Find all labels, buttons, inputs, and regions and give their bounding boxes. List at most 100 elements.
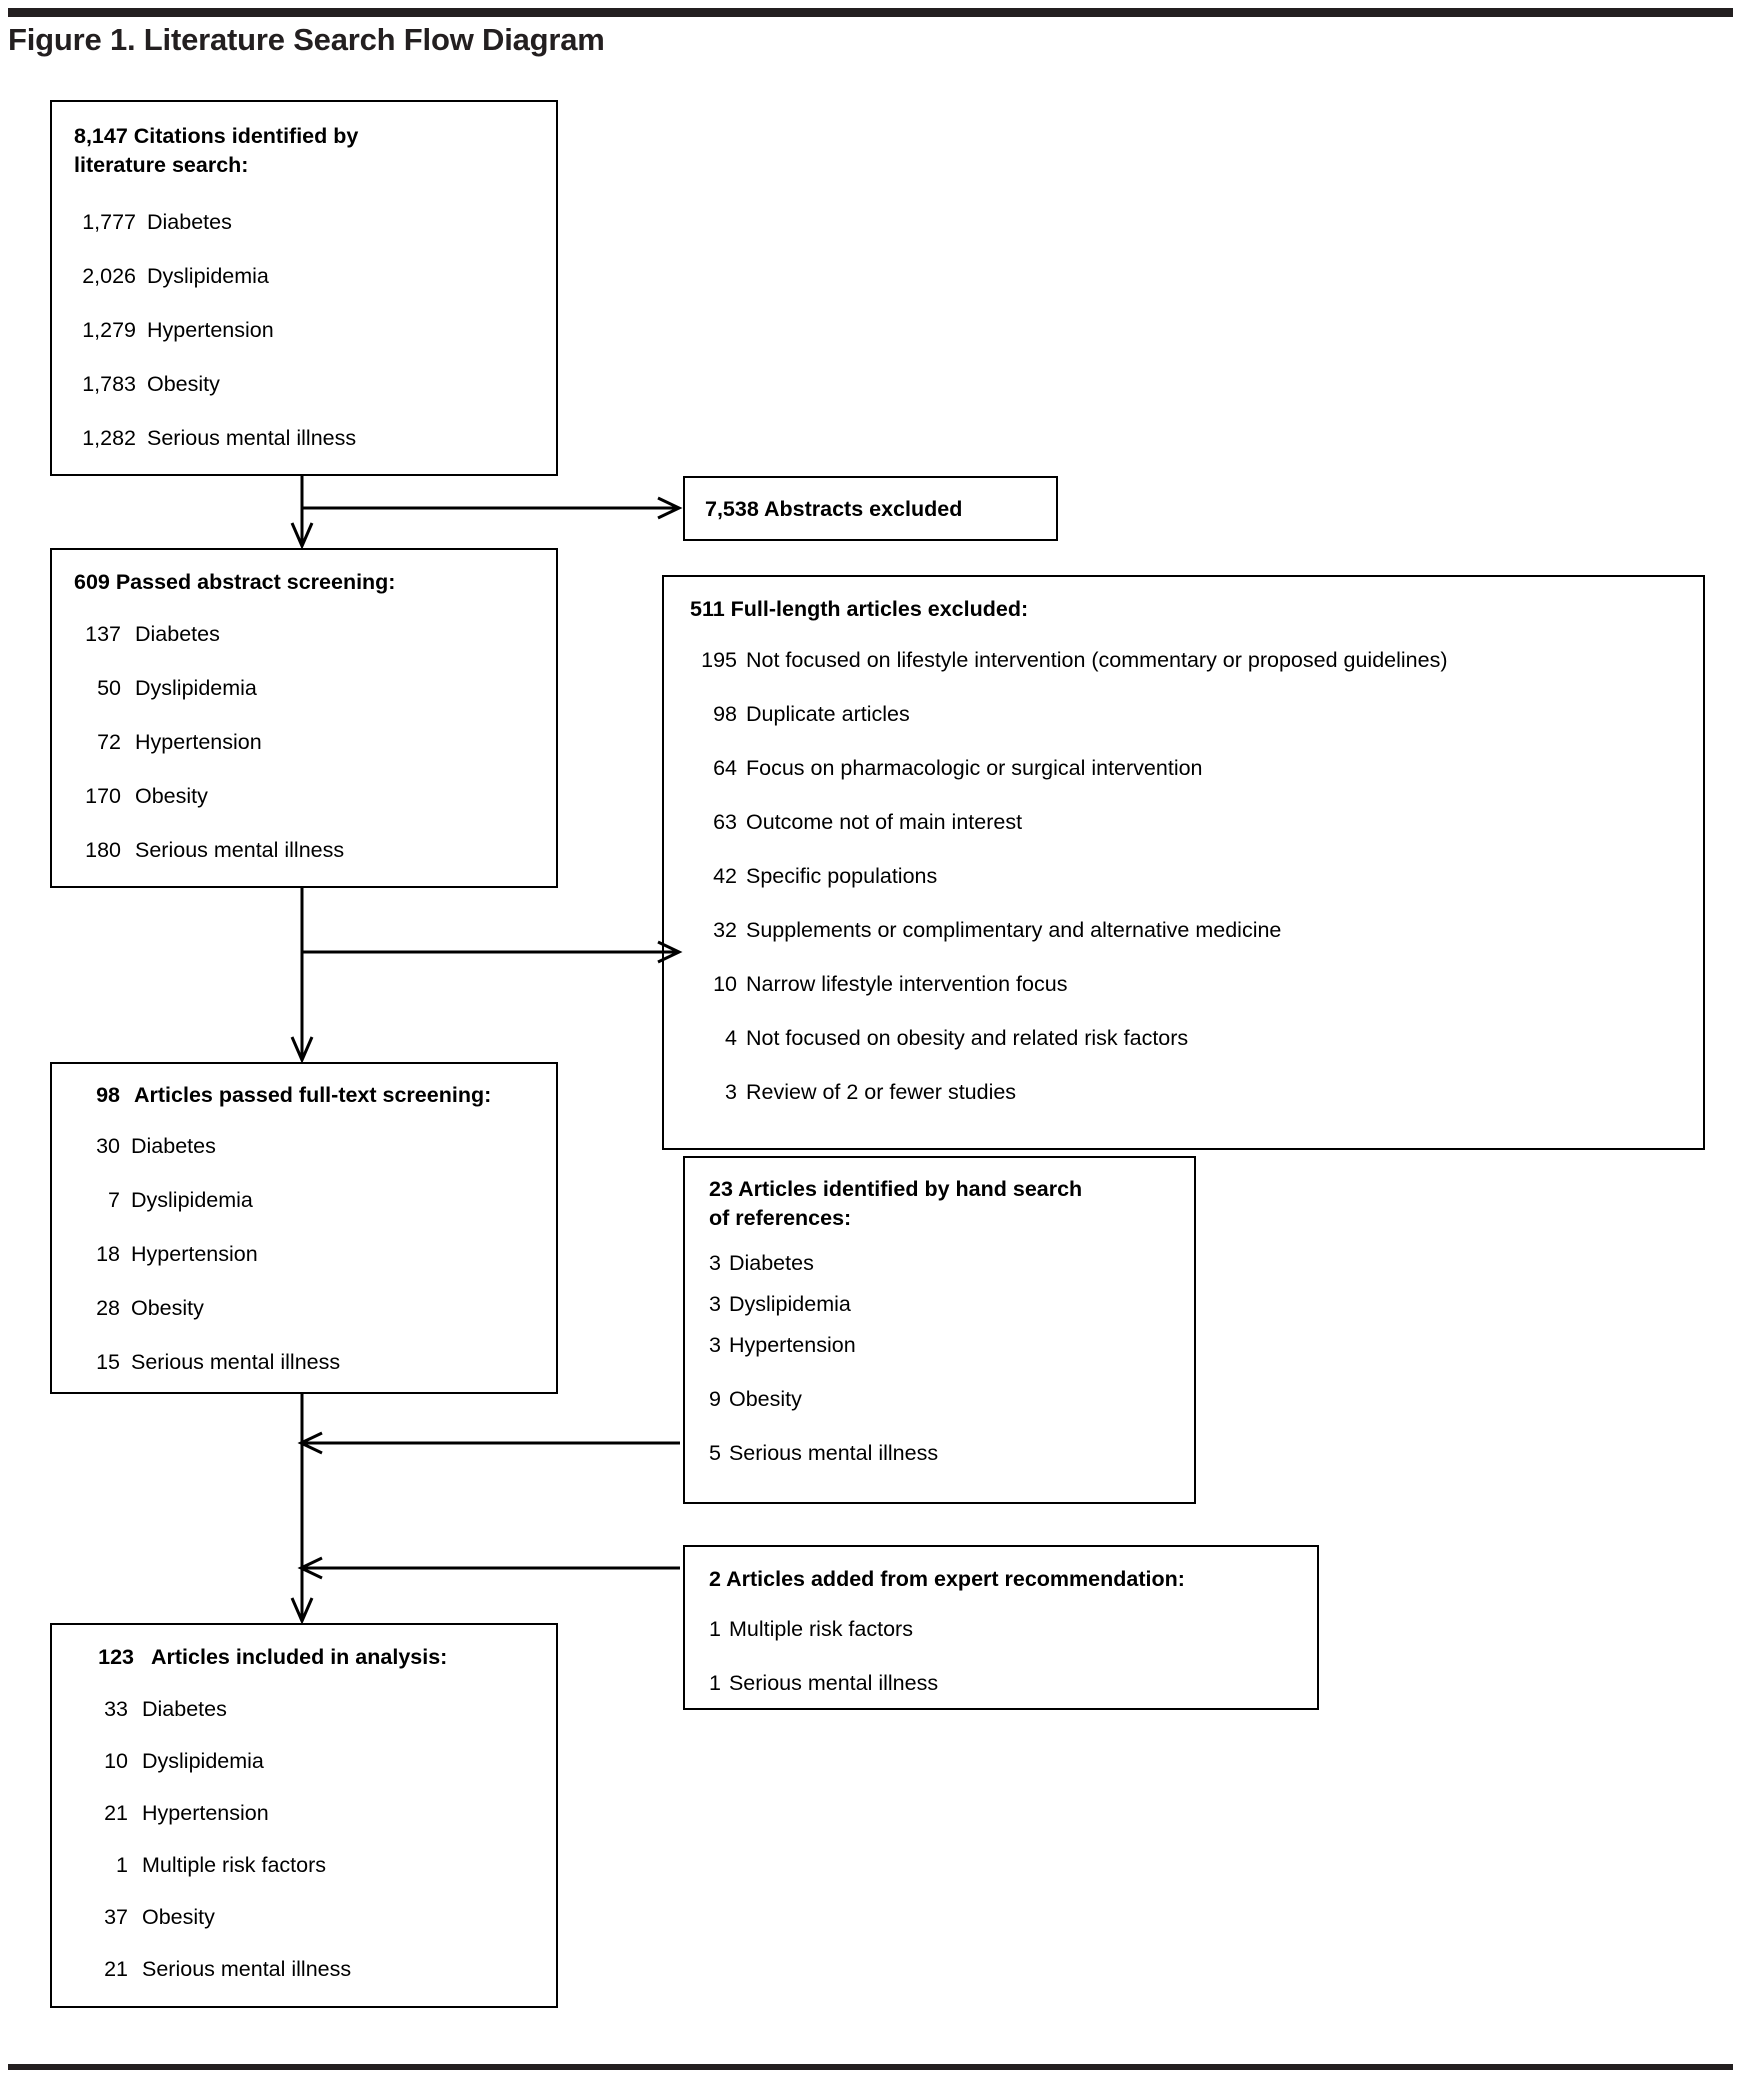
arrowhead-down-passed-fulltext bbox=[290, 1036, 314, 1064]
list-item: 195 Not focused on lifestyle intervention… bbox=[690, 647, 1448, 673]
item-label: Obesity bbox=[142, 1905, 215, 1929]
arrowhead-left-expert-recommendation bbox=[297, 1556, 323, 1580]
item-label: Obesity bbox=[131, 1296, 204, 1320]
item-count: 10 bbox=[713, 972, 737, 996]
item-label: Duplicate articles bbox=[746, 702, 910, 726]
node-header: 7,538 Abstracts excluded bbox=[705, 497, 963, 521]
node-header: 23 Articles identified by hand search of… bbox=[709, 1175, 1179, 1233]
list-item: 32 Supplements or complimentary and alter… bbox=[690, 917, 1281, 943]
item-count: 5 bbox=[709, 1441, 721, 1465]
item-label: Dyslipidemia bbox=[728, 1292, 851, 1316]
node-header: 511 Full-length articles excluded: bbox=[690, 597, 1029, 621]
item-count: 1,783 bbox=[82, 372, 136, 396]
item-count: 195 bbox=[701, 648, 737, 672]
list-item: 10 Dyslipidemia bbox=[82, 1748, 264, 1774]
list-item: 10 Narrow lifestyle intervention focus bbox=[690, 971, 1067, 997]
page-title: Figure 1. Literature Search Flow Diagram bbox=[8, 22, 605, 57]
item-count: 64 bbox=[713, 756, 737, 780]
item-label: Multiple risk factors bbox=[142, 1853, 326, 1877]
header-count: 98 bbox=[96, 1083, 120, 1107]
list-item: 15 Serious mental illness bbox=[74, 1349, 340, 1375]
header-line-2: of references: bbox=[709, 1206, 852, 1230]
list-item: 3 Dyslipidemia bbox=[709, 1292, 851, 1317]
node-header: 8,147 Citations identified by literature… bbox=[74, 122, 494, 180]
header-text: Articles passed full-text screening: bbox=[134, 1083, 492, 1107]
item-label: Not focused on obesity and related risk … bbox=[746, 1026, 1189, 1050]
list-item: 137 Diabetes bbox=[74, 621, 220, 647]
item-label: Dyslipidemia bbox=[135, 676, 257, 700]
item-count: 180 bbox=[85, 838, 121, 862]
item-count: 3 bbox=[725, 1080, 737, 1104]
item-count: 4 bbox=[725, 1026, 737, 1050]
item-label: Supplements or complimentary and alterna… bbox=[746, 918, 1282, 942]
item-count: 63 bbox=[713, 810, 737, 834]
item-label: Diabetes bbox=[142, 1697, 227, 1721]
item-count: 7 bbox=[108, 1188, 120, 1212]
item-label: Hypertension bbox=[147, 318, 274, 342]
item-count: 3 bbox=[709, 1251, 721, 1275]
item-label: Hypertension bbox=[135, 730, 262, 754]
item-count: 3 bbox=[709, 1292, 721, 1316]
list-item: 33 Diabetes bbox=[82, 1696, 227, 1722]
list-item: 7 Dyslipidemia bbox=[74, 1187, 253, 1213]
item-label: Serious mental illness bbox=[131, 1350, 341, 1374]
item-label: Diabetes bbox=[135, 622, 220, 646]
item-label: Not focused on lifestyle intervention (c… bbox=[746, 648, 1448, 672]
item-count: 1 bbox=[116, 1853, 128, 1877]
node-header: 609 Passed abstract screening: bbox=[74, 570, 396, 594]
item-label: Hypertension bbox=[142, 1801, 269, 1825]
item-count: 21 bbox=[104, 1957, 128, 1981]
item-count: 32 bbox=[713, 918, 737, 942]
header-count: 123 bbox=[98, 1645, 134, 1669]
item-count: 3 bbox=[709, 1333, 721, 1357]
node-header: 98 Articles passed full-text screening: bbox=[74, 1081, 491, 1110]
list-item: 98 Duplicate articles bbox=[690, 701, 910, 727]
item-label: Dyslipidemia bbox=[131, 1188, 253, 1212]
top-rule bbox=[8, 8, 1733, 17]
item-count: 1 bbox=[709, 1617, 721, 1641]
list-item: 1,282 Serious mental illness bbox=[74, 425, 356, 451]
item-label: Diabetes bbox=[147, 210, 232, 234]
node-header: 123 Articles included in analysis: bbox=[74, 1643, 447, 1672]
item-count: 1,282 bbox=[82, 426, 136, 450]
item-count: 33 bbox=[104, 1697, 128, 1721]
item-label: Obesity bbox=[147, 372, 220, 396]
item-count: 1 bbox=[709, 1671, 721, 1695]
header-line-1: 23 Articles identified by hand search bbox=[709, 1177, 1083, 1201]
item-count: 98 bbox=[713, 702, 737, 726]
item-label: Serious mental illness bbox=[728, 1441, 939, 1465]
item-label: Narrow lifestyle intervention focus bbox=[746, 972, 1068, 996]
item-label: Serious mental illness bbox=[147, 426, 357, 450]
item-count: 42 bbox=[713, 864, 737, 888]
item-count: 15 bbox=[96, 1350, 120, 1374]
header-text: Articles included in analysis: bbox=[151, 1645, 448, 1669]
item-count: 137 bbox=[85, 622, 121, 646]
header-line-2: literature search: bbox=[74, 153, 249, 177]
node-expert-recommendation: 2 Articles added from expert recommendat… bbox=[683, 1545, 1319, 1710]
item-count: 30 bbox=[96, 1134, 120, 1158]
list-item: 4 Not focused on obesity and related risk… bbox=[690, 1025, 1188, 1051]
node-abstracts-excluded: 7,538 Abstracts excluded bbox=[683, 476, 1058, 541]
header-line-1: 8,147 Citations identified by bbox=[74, 124, 359, 148]
item-count: 10 bbox=[104, 1749, 128, 1773]
item-label: Dyslipidemia bbox=[142, 1749, 264, 1773]
item-label: Specific populations bbox=[746, 864, 938, 888]
node-included-in-analysis: 123 Articles included in analysis: 33 Diab… bbox=[50, 1623, 558, 2008]
node-header: 2 Articles added from expert recommendat… bbox=[709, 1567, 1185, 1591]
